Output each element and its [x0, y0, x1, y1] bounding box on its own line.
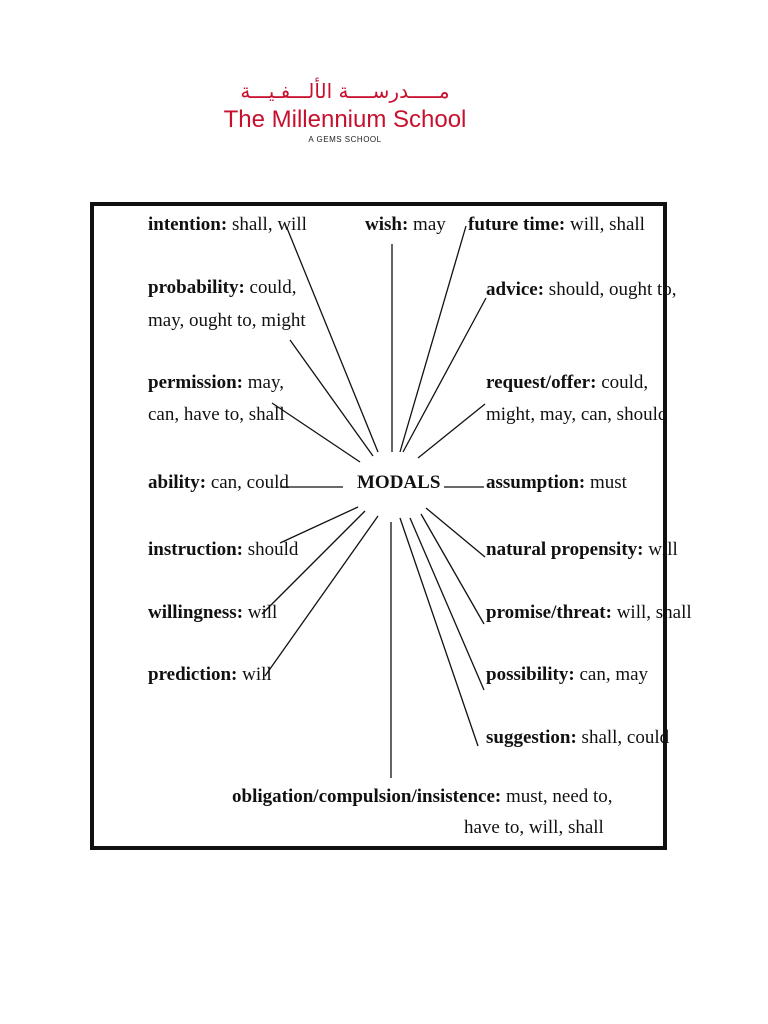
modals-diagram-frame: [90, 202, 667, 850]
term-wish: wish:: [365, 214, 409, 235]
line-advice: [402, 297, 487, 453]
node-obligation: obligation/compulsion/insistence: must, …: [232, 786, 613, 808]
school-name-arabic: مـــــدرســــة الألـــفـيـــة: [240, 79, 450, 103]
node-wish: wish: may: [365, 214, 446, 236]
node-intention: intention: shall, will: [148, 214, 307, 236]
modals-suggestion: shall, could: [576, 727, 670, 748]
modals-ability: can, could: [206, 472, 289, 493]
modals-instruction: should: [243, 539, 299, 560]
node-request-offer-line2: might, may, can, should: [486, 404, 668, 425]
node-probability-line2: may, ought to, might: [148, 310, 306, 331]
line-instruction: [279, 506, 359, 544]
line-permission: [271, 402, 361, 463]
modals-probability: could,: [244, 277, 297, 298]
node-advice: advice: should, ought to,: [486, 279, 677, 301]
term-natural-propensity: natural propensity:: [486, 539, 644, 560]
node-probability: probability: could,: [148, 277, 297, 299]
line-suggestion: [399, 517, 479, 747]
line-prediction: [264, 515, 379, 677]
modals-intention: shall, will: [227, 214, 307, 235]
term-willingness: willingness:: [148, 602, 244, 623]
modals-future-time: will, shall: [565, 214, 645, 235]
term-ability: ability:: [148, 472, 207, 493]
term-future-time: future time:: [468, 214, 566, 235]
modals-permission: may,: [243, 372, 284, 393]
term-assumption: assumption:: [486, 472, 586, 493]
term-suggestion: suggestion:: [486, 727, 577, 748]
school-tagline: A GEMS SCHOOL: [308, 135, 382, 144]
line-probability: [289, 339, 374, 457]
line-possibility: [409, 517, 485, 691]
node-permission: permission: may,: [148, 372, 284, 394]
modals-promise-threat: will, shall: [611, 602, 692, 623]
line-intention: [286, 227, 379, 453]
term-promise-threat: promise/threat:: [486, 602, 612, 623]
modals-advice: should, ought to,: [544, 279, 677, 300]
node-future-time: future time: will, shall: [468, 214, 645, 236]
line-natural-propensity: [425, 507, 486, 558]
node-natural-propensity: natural propensity: will: [486, 539, 678, 561]
term-advice: advice:: [486, 279, 545, 300]
modals-obligation: must, need to,: [501, 786, 613, 807]
node-request-offer: request/offer: could,: [486, 372, 648, 394]
modals-assumption: must: [585, 472, 627, 493]
line-future-time: [399, 225, 467, 453]
node-willingness: willingness: will: [148, 602, 277, 624]
node-promise-threat: promise/threat: will, shall: [486, 602, 692, 624]
modals-prediction: will: [237, 664, 272, 685]
node-suggestion: suggestion: shall, could: [486, 727, 669, 749]
modals-natural-propensity: will: [643, 539, 678, 560]
modals-wish: may: [408, 214, 446, 235]
node-obligation-line2: have to, will, shall: [464, 817, 604, 838]
center-modals: MODALS: [357, 472, 441, 493]
term-request-offer: request/offer:: [486, 372, 597, 393]
line-request-offer: [417, 403, 486, 459]
term-possibility: possibility:: [486, 664, 575, 685]
line-promise-threat: [420, 513, 485, 625]
term-prediction: prediction:: [148, 664, 238, 685]
school-name: The Millennium School: [223, 106, 467, 133]
modals-willingness: will: [243, 602, 278, 623]
term-probability: probability:: [148, 277, 245, 298]
term-intention: intention:: [148, 214, 228, 235]
node-prediction: prediction: will: [148, 664, 272, 686]
term-permission: permission:: [148, 372, 243, 393]
node-ability: ability: can, could: [148, 472, 289, 494]
node-possibility: possibility: can, may: [486, 664, 648, 686]
line-willingness: [261, 510, 366, 615]
modals-request-offer: could,: [596, 372, 649, 393]
node-assumption: assumption: must: [486, 472, 627, 494]
node-instruction: instruction: should: [148, 539, 298, 561]
term-obligation: obligation/compulsion/insistence:: [232, 786, 502, 807]
node-permission-line2: can, have to, shall: [148, 404, 285, 425]
term-instruction: instruction:: [148, 539, 243, 560]
modals-possibility: can, may: [574, 664, 649, 685]
